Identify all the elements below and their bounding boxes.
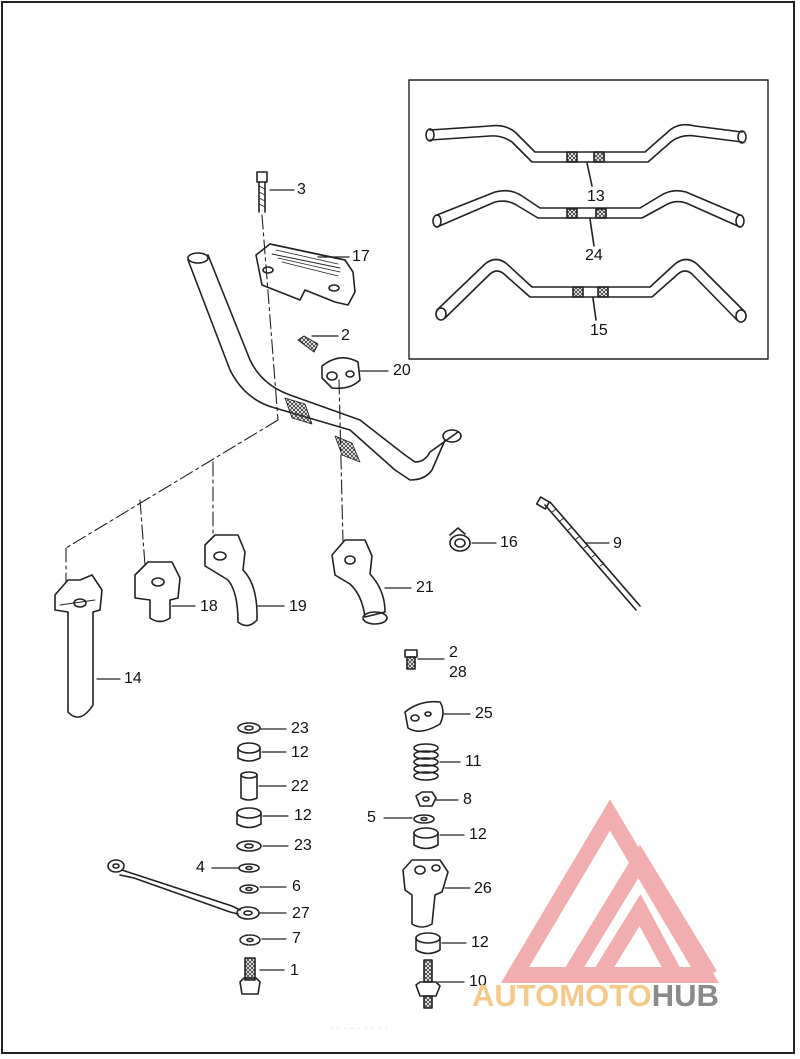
alternate-handlebars-inset [408, 79, 769, 360]
bushing-12-a [237, 742, 261, 762]
bushing-12-b [236, 807, 262, 829]
automotohub-wordmark: AUTOMOTOHUB [472, 978, 719, 1014]
washer-23-b [236, 840, 262, 852]
callout-1: 1 [290, 962, 299, 979]
riser-clamp-17 [255, 243, 356, 306]
callout-12-a: 12 [291, 744, 309, 761]
screw-2-top [297, 335, 319, 353]
riser-19 [204, 534, 258, 627]
spring-11 [413, 743, 439, 781]
callout-17: 17 [352, 248, 370, 265]
star-washer-7 [239, 934, 261, 946]
riser-21 [331, 539, 388, 625]
lockwasher-6 [239, 884, 259, 894]
callout-7: 7 [292, 930, 301, 947]
callout-15: 15 [590, 322, 608, 339]
callout-4: 4 [196, 859, 205, 876]
washer-4 [238, 863, 260, 873]
callout-21: 21 [416, 579, 434, 596]
bolt-1 [239, 957, 261, 995]
callout-28: 28 [449, 664, 467, 681]
callout-13: 13 [587, 188, 605, 205]
callout-2-bottom: 2 [449, 644, 458, 661]
sleeve-22 [240, 771, 258, 801]
wordmark-part-2: HUB [651, 978, 719, 1013]
riser-18 [134, 561, 181, 623]
callout-18: 18 [200, 598, 218, 615]
callout-24: 24 [585, 247, 603, 264]
callout-8: 8 [463, 791, 472, 808]
riser-14 [54, 574, 103, 718]
callout-3: 3 [297, 181, 306, 198]
callout-6: 6 [292, 878, 301, 895]
callout-20: 20 [393, 362, 411, 379]
callout-10: 10 [469, 973, 487, 990]
wordmark-part-1: AUTOMOTO [472, 978, 652, 1013]
callout-14: 14 [124, 670, 142, 687]
callout-11: 11 [465, 753, 482, 770]
callout-23-a: 23 [291, 720, 309, 737]
screw-3 [256, 171, 268, 213]
callout-26: 26 [474, 880, 492, 897]
handlebar-13 [425, 123, 747, 163]
callout-25: 25 [475, 705, 493, 722]
handlebar-24 [432, 189, 745, 228]
cable-tie-9 [535, 496, 641, 611]
callout-22: 22 [291, 778, 309, 795]
nut-8 [415, 791, 437, 807]
callout-9: 9 [613, 535, 622, 552]
clamp-cap-20 [321, 357, 361, 390]
screw-2-28 [404, 649, 418, 670]
callout-12-d: 12 [471, 934, 489, 951]
stud-10 [415, 959, 441, 1009]
callout-12-b: 12 [294, 807, 312, 824]
ground-strap-27 [107, 859, 260, 920]
washer-5 [413, 814, 435, 824]
handlebar-15 [435, 258, 747, 323]
automotohub-logo [500, 800, 720, 983]
callout-5: 5 [367, 809, 376, 826]
callout-27: 27 [292, 905, 310, 922]
bushing-12-c [413, 827, 439, 850]
riser-26 [402, 859, 449, 928]
callout-16: 16 [500, 534, 518, 551]
callout-12-c: 12 [469, 826, 487, 843]
clamp-25 [404, 700, 444, 732]
callout-19: 19 [289, 598, 307, 615]
bushing-12-d [415, 932, 441, 955]
callout-2-top: 2 [341, 327, 350, 344]
clip-16 [449, 527, 471, 552]
footer-reference: · · · · · · · · · [330, 1024, 389, 1033]
callout-23-b: 23 [294, 837, 312, 854]
main-handlebar [187, 252, 462, 481]
washer-23-a [237, 722, 261, 734]
